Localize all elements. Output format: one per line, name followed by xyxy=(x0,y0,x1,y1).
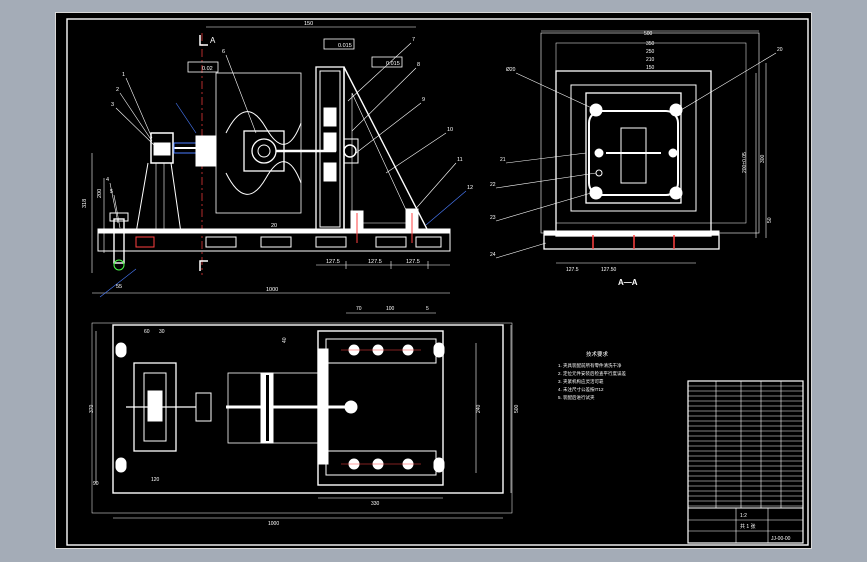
tol-par: 0.015 xyxy=(386,61,400,67)
plan-dim-330: 330 xyxy=(371,501,380,507)
part-no-5: 5 xyxy=(110,189,113,195)
plan-view xyxy=(91,312,513,519)
gusset xyxy=(343,66,430,232)
plan-dim-60: 60 xyxy=(144,329,150,335)
side-part-20: 20 xyxy=(777,47,783,53)
tech-note-5: 5. 装配后进行试夹 xyxy=(558,394,595,401)
part-no-8: 8 xyxy=(417,62,420,68)
tech-notes-title: 技术要求 xyxy=(586,350,609,358)
part-no-6: 6 xyxy=(222,49,225,55)
dim-pitch-3: 127.5 xyxy=(406,259,420,265)
view-arrow-letter: A xyxy=(210,36,216,45)
plan-dim-370: 370 xyxy=(89,404,95,413)
part-no-4: 4 xyxy=(106,177,109,183)
plan-base xyxy=(112,324,504,494)
plan-dim-5: 5 xyxy=(426,306,429,312)
title-scale: 1:2 xyxy=(740,513,747,519)
dim-pitch-1: 127.5 xyxy=(326,259,340,265)
title-sheet: 共 1 张 xyxy=(740,523,756,530)
side-dim-bottom-1: 127.5 xyxy=(566,267,579,273)
side-part-22: 22 xyxy=(490,182,496,188)
dim-small: 55 xyxy=(116,284,122,290)
side-part-23: 23 xyxy=(490,215,496,221)
side-part-24: 24 xyxy=(490,252,496,258)
side-workpiece xyxy=(588,110,679,196)
side-view xyxy=(495,30,777,264)
side-dim-500: 500 xyxy=(644,31,653,37)
plan-dim-100: 100 xyxy=(386,306,395,312)
part-no-2: 2 xyxy=(116,87,119,93)
dim-front-top: 150 xyxy=(304,21,313,27)
title-drawing-no: JJ-00-00 xyxy=(771,536,791,542)
side-base xyxy=(543,234,720,250)
tech-note-1: 1. 夹具装配前所有零件清洗干净 xyxy=(558,362,622,369)
plan-dim-overall: 1000 xyxy=(268,521,279,527)
side-dim-small: 50 xyxy=(767,217,773,223)
tech-note-4: 4. 未注尺寸公差按IT12 xyxy=(558,386,604,393)
plan-dim-500: 500 xyxy=(514,404,520,413)
side-dim-height: 300 xyxy=(760,154,766,163)
dim-pitch-2: 127.5 xyxy=(368,259,382,265)
dim-front-total: 1000 xyxy=(266,287,278,293)
dim-height-left: 318 xyxy=(82,199,88,208)
part-no-1: 1 xyxy=(122,72,125,78)
base-plate xyxy=(97,232,451,252)
part-no-7: 7 xyxy=(412,37,415,43)
side-dim-bottom-2: 127.50 xyxy=(601,267,617,273)
plan-dim-240: 240 xyxy=(476,404,482,413)
plan-dim-70: 70 xyxy=(356,306,362,312)
plan-dim-30: 30 xyxy=(159,329,165,335)
front-view xyxy=(91,26,467,298)
plan-dim-40: 40 xyxy=(282,337,288,343)
workpiece-bore xyxy=(251,138,277,164)
part-no-3: 3 xyxy=(111,102,114,108)
plan-dim-120: 120 xyxy=(151,477,160,483)
side-dim-350: 350 xyxy=(646,41,655,47)
tol-flatness: 0.02 xyxy=(202,66,213,72)
technical-notes: 技术要求 1. 夹具装配前所有零件清洗干净 2. 定位元件安装后检查平行度误差 … xyxy=(558,350,627,401)
side-dim-inner: 200±0.05 xyxy=(742,152,748,173)
side-dim-150: 150 xyxy=(646,65,655,71)
side-leader-note: Ø20 xyxy=(506,67,516,73)
part-no-10: 10 xyxy=(447,127,453,133)
side-dim-250: 250 xyxy=(646,49,655,55)
title-block xyxy=(687,380,804,544)
side-dim-210: 210 xyxy=(646,57,655,63)
part-no-9: 9 xyxy=(422,97,425,103)
tech-note-3: 3. 夹紧机构应灵活可靠 xyxy=(558,378,604,385)
tol-perp: 0.015 xyxy=(338,43,352,49)
inner-frame xyxy=(66,18,809,546)
cad-drawing: 1000 150 127.5 127.5 127.5 318 200 20 55… xyxy=(66,18,809,546)
drawing-sheet: 1000 150 127.5 127.5 127.5 318 200 20 55… xyxy=(55,12,812,549)
part-no-12: 12 xyxy=(467,185,473,191)
dim-slot: 20 xyxy=(271,223,277,229)
section-mark: A—A xyxy=(618,278,638,287)
dim-height-mid: 200 xyxy=(97,189,103,198)
side-part-21: 21 xyxy=(500,157,506,163)
part-no-11: 11 xyxy=(457,157,463,163)
plan-dim-90: 90 xyxy=(93,481,99,487)
tech-note-2: 2. 定位元件安装后检查平行度误差 xyxy=(558,370,627,377)
